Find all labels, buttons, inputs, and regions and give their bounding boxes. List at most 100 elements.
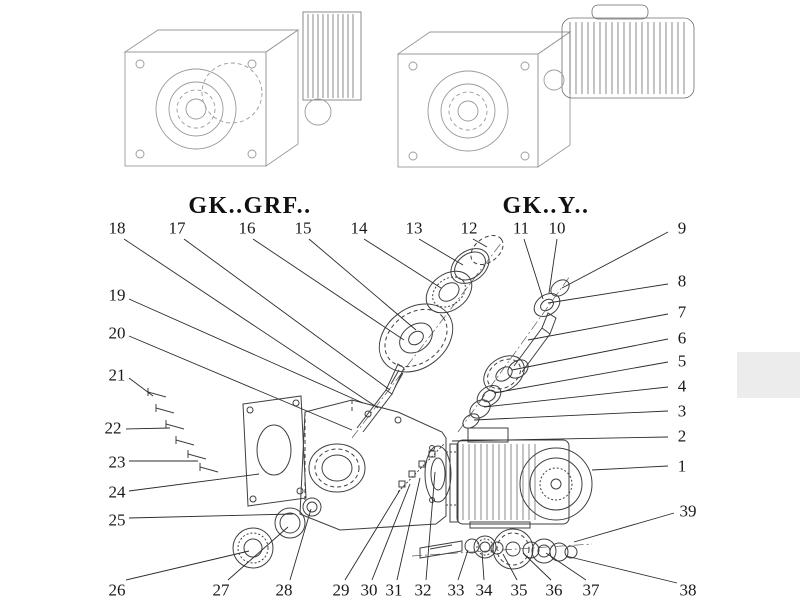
leader-line-17	[183, 238, 391, 391]
leader-line-33	[457, 549, 469, 581]
leader-line-37	[545, 552, 587, 581]
exploded-view	[147, 235, 593, 570]
leader-line-4	[483, 386, 669, 408]
callout-12: 12	[461, 219, 478, 238]
background-artifact	[737, 352, 800, 398]
leader-line-34	[481, 551, 485, 581]
leader-line-5	[493, 361, 669, 394]
motor-terminal-box	[467, 427, 509, 443]
ball-bearing	[425, 270, 473, 314]
leader-line-14	[363, 238, 442, 289]
callout-22: 22	[105, 419, 122, 438]
leader-line-25	[128, 513, 294, 519]
callout-3: 3	[678, 402, 687, 421]
electric-motor	[449, 427, 593, 529]
leader-line-11	[523, 238, 544, 300]
callout-5: 5	[678, 352, 687, 371]
leader-line-20	[128, 335, 353, 431]
leader-line-29	[344, 489, 401, 581]
drawing-gk-y	[396, 4, 695, 168]
callout-16: 16	[239, 219, 256, 238]
leader-line-35	[502, 553, 518, 581]
intermediate-gear-stack	[351, 235, 504, 439]
retaining-ring	[550, 279, 570, 297]
callout-14: 14	[351, 219, 369, 238]
leader-line-15	[308, 238, 417, 331]
leader-line-32	[425, 471, 436, 581]
callout-10: 10	[549, 219, 566, 238]
spacer-ring	[450, 248, 490, 284]
input-shaft-stack	[457, 275, 571, 433]
callout-27: 27	[213, 581, 231, 600]
input-fin-block	[302, 11, 362, 101]
leader-line-6	[511, 338, 669, 371]
leader-line-38	[565, 555, 678, 584]
callout-38: 38	[680, 581, 697, 600]
callout-25: 25	[109, 511, 126, 530]
callout-11: 11	[513, 219, 529, 238]
callout-18: 18	[109, 219, 126, 238]
callout-32: 32	[415, 581, 432, 600]
coupling-circle	[543, 69, 565, 91]
callout-35: 35	[511, 581, 528, 600]
callout-37: 37	[583, 581, 601, 600]
output-shaft-assembly	[411, 528, 593, 570]
leader-line-28	[289, 508, 312, 581]
bevel-gear	[483, 355, 525, 393]
mounting-flange-plate	[242, 395, 307, 507]
title-gk-grf: GK..GRF..	[188, 193, 311, 219]
leader-line-24	[128, 473, 260, 492]
bore-circle	[155, 68, 237, 150]
callout-30: 30	[361, 581, 378, 600]
leader-line-31	[396, 477, 421, 581]
callout-20: 20	[109, 324, 126, 343]
drawing-gk-grf	[123, 11, 362, 167]
leader-line-30	[371, 483, 411, 581]
output-bearing-seals	[232, 497, 322, 569]
callout-33: 33	[448, 581, 465, 600]
callout-2: 2	[678, 427, 687, 446]
callout-23: 23	[109, 453, 126, 472]
callout-1: 1	[678, 457, 687, 476]
terminal-box	[591, 4, 649, 20]
callout-8: 8	[678, 272, 687, 291]
title-gk-y: GK..Y..	[503, 193, 590, 219]
motor-flange	[449, 443, 459, 523]
callout-19: 19	[109, 286, 126, 305]
motor-mount-bolts	[397, 443, 445, 493]
leader-line-12	[472, 238, 488, 248]
callout-6: 6	[678, 329, 687, 348]
callout-36: 36	[546, 581, 563, 600]
callout-21: 21	[109, 366, 126, 385]
leader-line-26	[125, 550, 250, 581]
callout-24: 24	[109, 483, 127, 502]
leader-line-2	[451, 436, 669, 442]
motor-foot	[469, 521, 531, 529]
callout-15: 15	[295, 219, 312, 238]
leader-line-13	[418, 238, 464, 266]
callout-7: 7	[678, 303, 687, 322]
output-shaft	[419, 540, 463, 559]
callout-9: 9	[678, 219, 687, 238]
callout-39: 39	[680, 502, 697, 521]
leader-line-22	[125, 427, 171, 430]
snap-ring	[470, 235, 504, 265]
leader-line-21	[128, 377, 154, 397]
callout-28: 28	[276, 581, 293, 600]
callout-31: 31	[386, 581, 403, 600]
callout-4: 4	[678, 377, 687, 396]
leader-line-27	[227, 526, 289, 581]
callout-17: 17	[169, 219, 187, 238]
callout-34: 34	[476, 581, 494, 600]
seal-ring	[462, 413, 480, 429]
callout-29: 29	[333, 581, 350, 600]
callout-26: 26	[109, 581, 126, 600]
leader-line-7	[527, 313, 669, 341]
leader-line-18	[123, 238, 379, 409]
motor-assembled	[543, 4, 695, 99]
input-bearing	[533, 293, 561, 317]
leader-line-8	[547, 283, 669, 304]
shim-ring	[469, 399, 491, 419]
